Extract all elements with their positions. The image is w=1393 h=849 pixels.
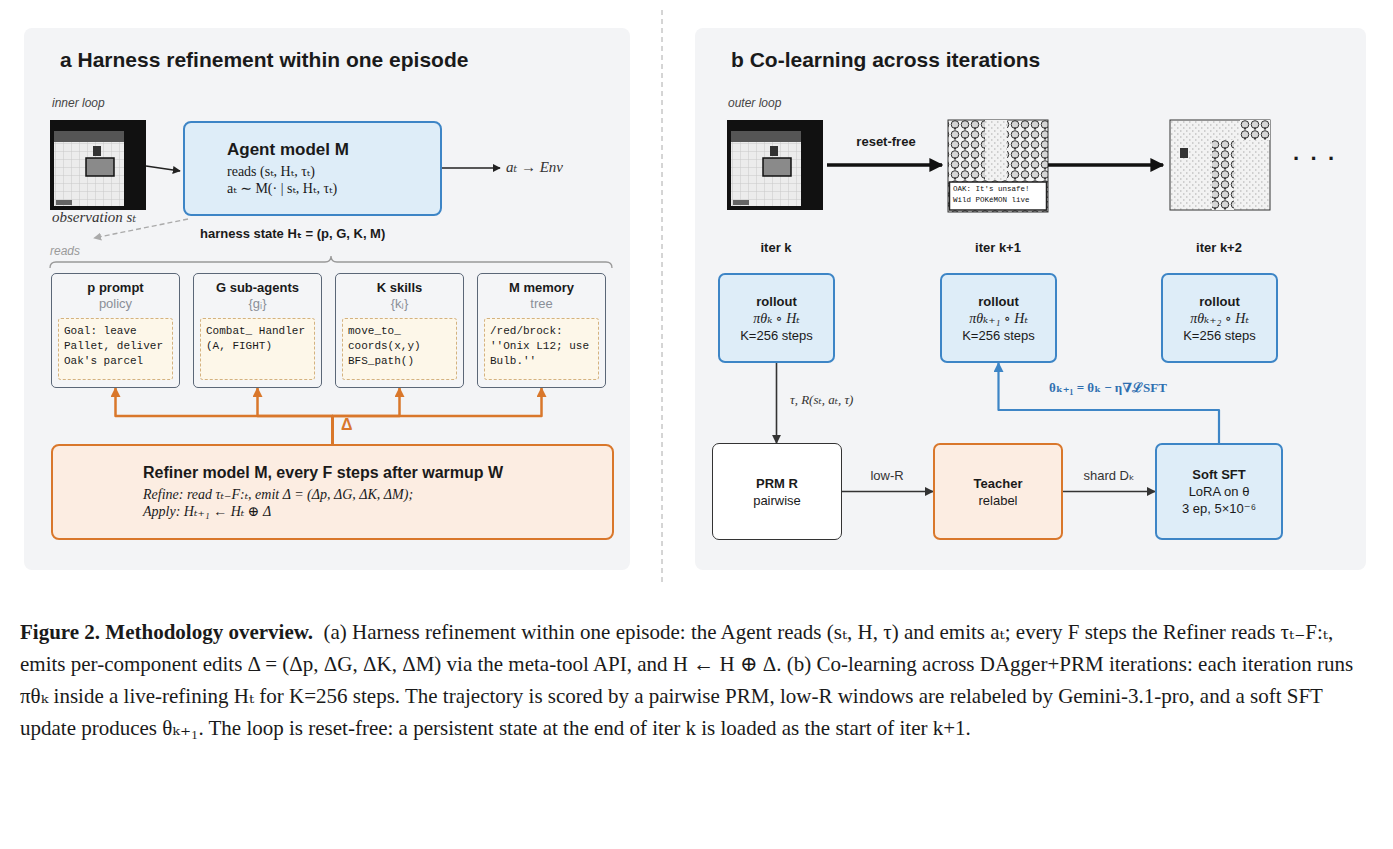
game-screenshot	[948, 120, 1048, 212]
component-box: p promptpolicyGoal: leave Pallet, delive…	[51, 273, 180, 388]
box-text: p prompt	[87, 280, 143, 296]
brace	[50, 256, 612, 268]
box-text: K=256 steps	[1183, 327, 1256, 344]
label: · · ·	[1293, 146, 1337, 172]
box-text: K skills	[377, 280, 423, 296]
box-text: rollout	[978, 293, 1018, 310]
game-screenshot	[1240, 120, 1270, 140]
code-box: Goal: leave Pallet, deliver Oak's parcel	[58, 318, 173, 380]
code-box: Combat_ Handler (A, FIGHT)	[200, 318, 315, 380]
box-text: relabel	[978, 492, 1017, 509]
box-text: Goal: leave Pallet, deliver Oak's parcel	[64, 324, 167, 369]
box-text: tree	[530, 296, 552, 312]
connector	[116, 388, 333, 444]
label: aₜ → Env	[506, 158, 563, 176]
label: iter k	[760, 240, 791, 255]
box-text: Combat_ Handler (A, FIGHT)	[206, 324, 309, 354]
teacher-box: Teacherrelabel	[933, 443, 1063, 540]
prm-box: PRM Rpairwise	[712, 443, 842, 540]
box-text: b Co-learning across iterations	[731, 48, 1366, 72]
connector	[1063, 491, 1155, 493]
box-text: policy	[99, 296, 132, 312]
box-text: πθₖ ∘ Hₜ	[753, 310, 799, 327]
label: inner loop	[52, 96, 105, 110]
game-screenshot	[727, 120, 823, 210]
label: Wild POKéMON live	[953, 196, 1030, 205]
box-text: move_to_ coords(x,y) BFS_path()	[348, 324, 451, 369]
box-text: pairwise	[753, 492, 801, 509]
box-text: a Harness refinement within one episode	[60, 48, 630, 72]
box-text: Apply: Hₜ₊₁ ← Hₜ ⊕ Δ	[143, 503, 598, 520]
sft-box: Soft SFTLoRA on θ3 ep, 5×10⁻⁶	[1155, 443, 1283, 540]
thick-arrow	[1048, 163, 1163, 167]
figure-caption: Figure 2. Methodology overview.(a) Harne…	[20, 616, 1375, 744]
rollout-box: rolloutπθₖ₊₂ ∘ HₜK=256 steps	[1161, 273, 1278, 363]
box-text: 3 ep, 5×10⁻⁶	[1182, 500, 1256, 517]
box-text: Teacher	[974, 475, 1023, 492]
thick-arrow	[827, 163, 942, 167]
label: iter k+1	[975, 240, 1021, 255]
connector	[258, 388, 333, 444]
connector	[776, 363, 778, 443]
rollout-box: rolloutπθₖ ∘ HₜK=256 steps	[718, 273, 835, 363]
box-text: {kⱼ}	[391, 296, 408, 312]
box-text: Soft SFT	[1192, 466, 1245, 483]
box-text: {gᵢ}	[249, 296, 267, 312]
box-text: rollout	[756, 293, 796, 310]
game-screenshot	[1180, 148, 1188, 158]
connector	[999, 363, 1220, 443]
component-box: K skills{kⱼ} move_to_ coords(x,y) BFS_pat…	[335, 273, 464, 388]
figure-title: Figure 2. Methodology overview.	[20, 620, 313, 644]
dashed-arrow	[94, 219, 188, 238]
connector	[333, 388, 542, 444]
box-text: reads (sₜ, Hₜ, τₜ)	[227, 163, 430, 180]
label: harness state Hₜ = (p, G, K, M)	[200, 226, 385, 241]
label: outer loop	[728, 96, 781, 110]
refiner-box: Refiner model M, every F steps after war…	[51, 444, 614, 540]
box-text: rollout	[1199, 293, 1239, 310]
agent-box: Agent model M reads (sₜ, Hₜ, τₜ)aₜ ∼ M(· …	[183, 121, 442, 216]
game-screenshot	[50, 120, 146, 210]
box-text: πθₖ₊₁ ∘ Hₜ	[969, 310, 1028, 327]
arrow	[442, 167, 500, 169]
connector	[842, 491, 933, 493]
box-text: πθₖ₊₂ ∘ Hₜ	[1190, 310, 1249, 327]
label: iter k+2	[1196, 240, 1242, 255]
box-text: M memory	[509, 280, 574, 296]
box-text: Agent model M	[227, 140, 430, 160]
panel-ground	[695, 28, 1366, 570]
label: Δ	[341, 416, 353, 434]
component-box: M memorytree/red/brock: ''Onix L12; use …	[477, 273, 606, 388]
label: reads	[50, 244, 80, 258]
label: OAK: It's unsafe!	[953, 185, 1030, 194]
rollout-box: rolloutπθₖ₊₁ ∘ HₜK=256 steps	[940, 273, 1057, 363]
box-text: LoRA on θ	[1189, 483, 1250, 500]
label: reset-free	[856, 134, 915, 149]
box-text: K=256 steps	[740, 327, 813, 344]
game-screenshot	[985, 120, 1007, 180]
box-text: G sub-agents	[216, 280, 299, 296]
panel-ground	[24, 28, 630, 570]
panel: b Co-learning across iterationsrolloutπθ…	[695, 28, 1366, 570]
divider	[662, 10, 663, 582]
dialog-box	[950, 182, 1047, 210]
box-text: Refine: read τₜ₋F:ₜ, emit Δ = (Δp, ΔG, Δ…	[143, 486, 598, 503]
box-text: K=256 steps	[962, 327, 1035, 344]
arrow	[146, 166, 180, 171]
game-screenshot	[1212, 140, 1234, 210]
box-text: PRM R	[756, 475, 798, 492]
component-box: G sub-agents{gᵢ} Combat_ Handler (A, FIGH…	[193, 273, 322, 388]
game-screenshot	[1170, 120, 1270, 210]
box-text: aₜ ∼ M(· | sₜ, Hₜ, τₜ)	[227, 180, 430, 197]
edge-label: τ, R(sₜ, aₜ, τ)	[788, 392, 855, 408]
panel: a Harness refinement within one episodeA…	[24, 28, 630, 570]
edge-label: shard Dₖ	[1081, 468, 1136, 483]
edge-label: θₖ₊₁ = θₖ − η∇ℒSFT	[1047, 378, 1169, 396]
box-text: /red/brock: ''Onix L12; use Bulb.''	[490, 324, 593, 369]
code-box: /red/brock: ''Onix L12; use Bulb.''	[484, 318, 599, 380]
edge-label: low-R	[868, 468, 905, 483]
box-text: Refiner model M, every F steps after war…	[143, 464, 598, 482]
label: observation sₜ	[52, 208, 136, 226]
code-box: move_to_ coords(x,y) BFS_path()	[342, 318, 457, 380]
